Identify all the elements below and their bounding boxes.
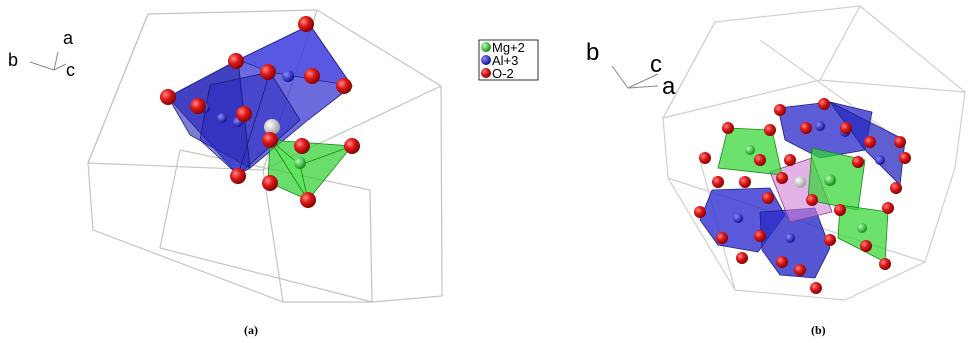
al-cations-b xyxy=(733,121,885,243)
axis-label-b: b xyxy=(8,50,18,70)
legend-item-al: Al+3 xyxy=(481,53,518,68)
central-site-atom-b xyxy=(794,176,806,188)
axis-label-b: b xyxy=(586,39,599,66)
mgo4-tetrahedron xyxy=(267,139,353,201)
o-anions-b xyxy=(694,98,911,294)
central-site-atom xyxy=(264,119,280,135)
axis-indicator-a: a b c xyxy=(8,28,75,80)
legend-swatch-al xyxy=(481,55,491,65)
axis-label-a: a xyxy=(662,73,676,100)
o-anions xyxy=(160,16,360,208)
legend-item-o: O-2 xyxy=(481,66,514,81)
axis-label-a: a xyxy=(63,28,74,48)
legend-label-al: Al+3 xyxy=(492,53,518,68)
panel-b: b c a (b) xyxy=(586,5,966,337)
axis-label-c: c xyxy=(66,60,75,80)
legend-item-mg: Mg+2 xyxy=(481,40,525,55)
caption-a: (a) xyxy=(244,323,258,337)
axis-indicator-b: b c a xyxy=(586,39,676,100)
legend-swatch-mg xyxy=(481,42,491,52)
legend-swatch-o xyxy=(481,68,491,78)
alo6-octahedra xyxy=(167,24,353,176)
legend-label-o: O-2 xyxy=(492,66,514,81)
mgo4-tetrahedra-b xyxy=(717,127,889,263)
legend: Mg+2 Al+3 O-2 xyxy=(478,39,539,81)
panel-a: a b c (a) xyxy=(8,9,443,337)
legend-label-mg: Mg+2 xyxy=(492,40,525,55)
mg-cations-b xyxy=(745,145,867,233)
caption-b: (b) xyxy=(811,323,826,337)
mg-cations xyxy=(294,157,306,169)
axis-label-c: c xyxy=(650,51,662,78)
